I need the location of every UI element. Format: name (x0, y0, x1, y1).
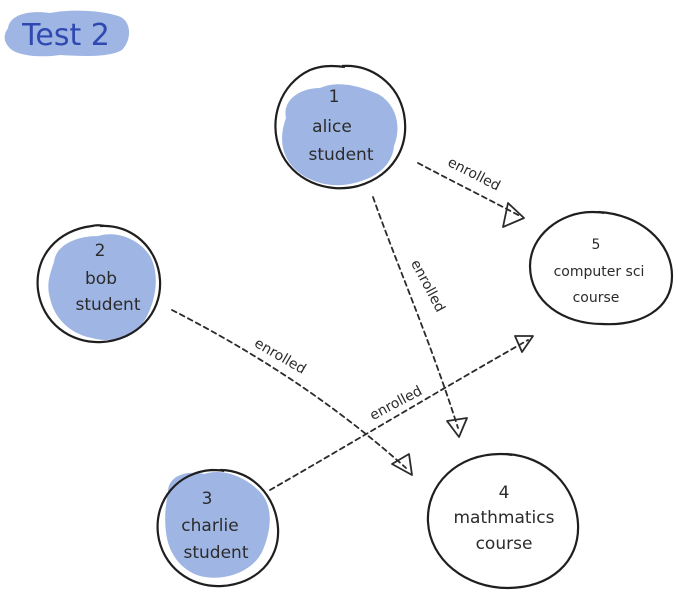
node-alice-highlight (282, 84, 398, 186)
node-charlie-id: 3 (202, 489, 213, 509)
node-mathmatics-name: mathmatics (454, 508, 555, 528)
title-highlight (4, 10, 130, 57)
node-alice: 1 alice student (274, 64, 407, 190)
edge-label-alice-computer-sci: enrolled (445, 154, 503, 194)
node-bob-id: 2 (95, 241, 106, 261)
node-alice-id: 1 (329, 87, 340, 107)
node-charlie: 3 charlie student (156, 468, 280, 588)
node-bob-type: student (76, 295, 141, 315)
node-mathmatics-id: 4 (499, 483, 510, 503)
node-bob: 2 bob student (36, 224, 162, 344)
arrowhead-alice-computer-sci (502, 202, 525, 228)
node-bob-name: bob (85, 269, 117, 289)
node-alice-name: alice (312, 117, 352, 137)
node-alice-outline (274, 64, 407, 190)
node-mathmatics-type: course (476, 534, 533, 554)
title-text: Test 2 (21, 18, 110, 53)
edge-label-bob-mathmatics: enrolled (251, 335, 308, 377)
title-group: Test 2 (4, 10, 130, 57)
edges-group: enrolled enrolled enrolled enrolled (171, 154, 534, 491)
node-charlie-highlight (165, 471, 270, 578)
node-charlie-outline (156, 468, 280, 588)
arrowhead-charlie-computer-sci (514, 335, 534, 353)
node-computer-sci-outline (528, 210, 674, 326)
node-computer-sci-id: 5 (592, 237, 601, 253)
node-bob-outline (36, 224, 162, 344)
arrowhead-alice-mathmatics (446, 417, 468, 438)
arrowhead-bob-mathmatics (391, 453, 413, 476)
node-alice-type: student (309, 145, 374, 165)
edge-alice-mathmatics (372, 196, 459, 429)
edge-label-alice-mathmatics: enrolled (407, 257, 448, 315)
edge-alice-computer-sci (417, 162, 521, 217)
node-computer-sci-name: computer sci (554, 264, 645, 280)
edge-bob-mathmatics (171, 309, 407, 469)
node-computer-sci-type: course (573, 290, 620, 306)
node-computer-sci: 5 computer sci course (528, 210, 674, 326)
edge-label-charlie-computer-sci: enrolled (367, 383, 425, 424)
node-mathmatics-outline (426, 452, 580, 590)
node-bob-highlight (48, 234, 156, 340)
node-charlie-name: charlie (181, 516, 238, 536)
node-charlie-type: student (184, 543, 249, 563)
node-mathmatics: 4 mathmatics course (426, 452, 580, 590)
